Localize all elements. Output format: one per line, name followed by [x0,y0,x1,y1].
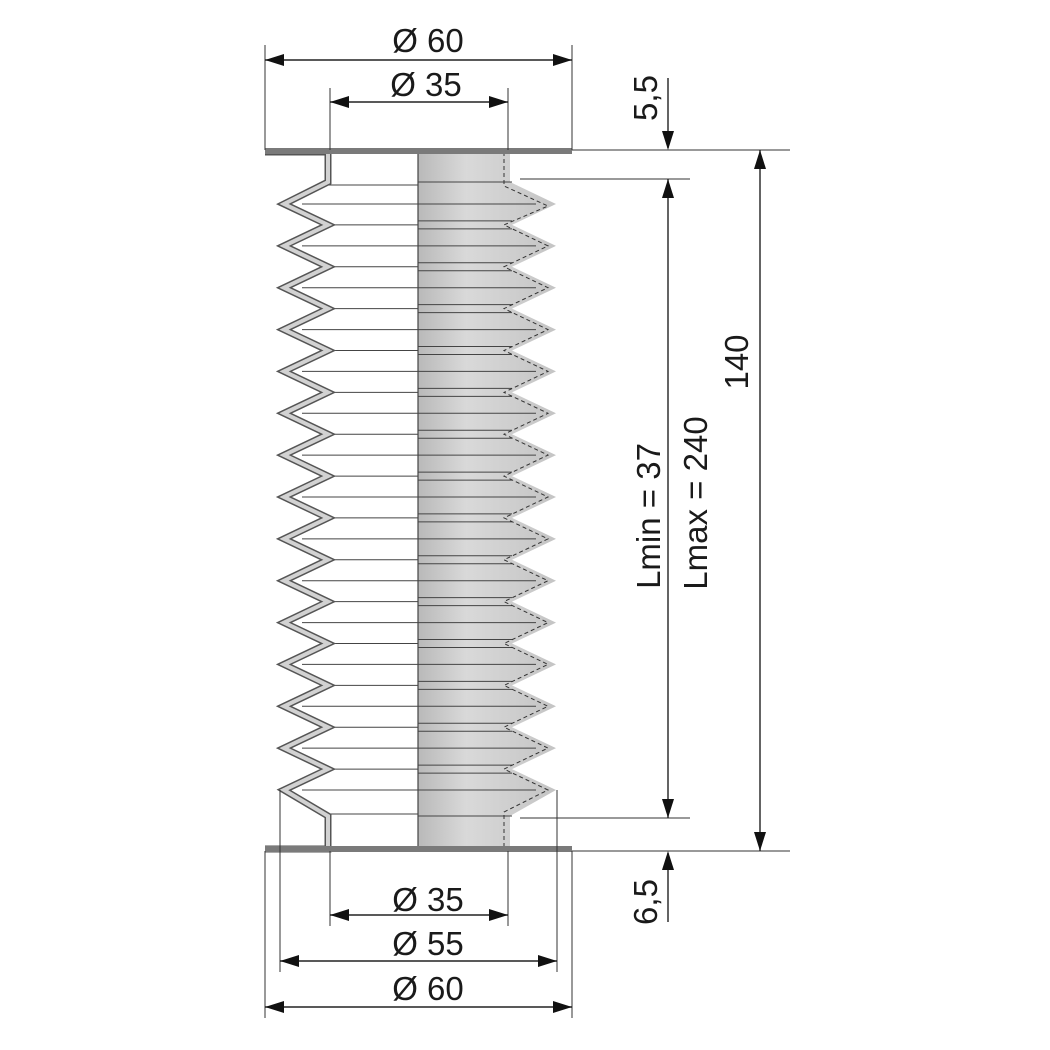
label-top-outer-diameter: Ø 60 [392,22,464,59]
label-bottom-outer-diameter: Ø 60 [392,970,464,1007]
extension-lines [264,45,790,1018]
label-bottom-inner-diameter: Ø 35 [392,881,464,918]
label-total-height: 140 [718,334,755,389]
dimension-bottom-flange: 6,5 [627,851,674,925]
dimension-top-inner: Ø 35 [330,66,508,108]
label-lmax: Lmax = 240 [677,416,714,589]
dimension-length: Lmin = 37 Lmax = 240 [630,179,714,818]
dimension-bottom-mid: Ø 55 [280,925,557,967]
bellows-section-right [418,152,556,849]
dimension-top-outer: Ø 60 [265,22,572,66]
label-bottom-flange-thickness: 6,5 [627,879,664,925]
label-bottom-mid-diameter: Ø 55 [392,925,464,962]
dimension-bottom-inner: Ø 35 [330,881,508,921]
bellows-outline-left [265,148,418,853]
dimension-total-height: 140 [718,150,766,851]
dimension-top-flange: 5,5 [627,75,674,150]
top-flange [265,148,572,154]
label-lmin: Lmin = 37 [630,443,667,589]
bottom-flange [265,846,572,852]
label-top-flange-thickness: 5,5 [627,75,664,121]
dimension-bottom-outer: Ø 60 [265,970,572,1013]
label-top-inner-diameter: Ø 35 [390,66,462,103]
